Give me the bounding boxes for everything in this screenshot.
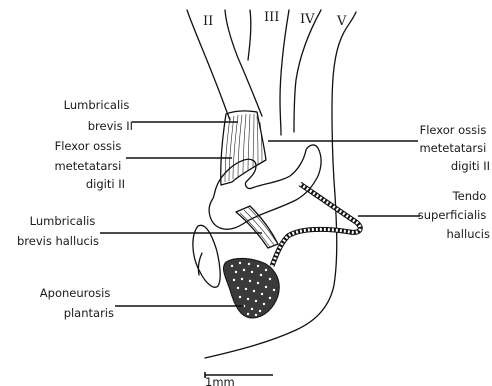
tendo-superficialis-hallucis — [272, 184, 360, 266]
label-flexor-ossis-left: Flexor ossis metetatarsi digiti II — [54, 139, 125, 191]
label-flexor-ossis-right: Flexor ossis metetatarsi digiti II — [419, 123, 490, 173]
label-line: Aponeurosis — [40, 286, 111, 300]
label-line: hallucis — [446, 227, 490, 241]
scale-bar: 1mm — [205, 372, 273, 386]
label-line: Flexor ossis — [55, 139, 122, 153]
label-lumbricalis-brevis-II: Lumbricalis brevis II — [64, 98, 133, 133]
digit-label-V: V — [336, 14, 347, 29]
label-line: Flexor ossis — [420, 123, 487, 137]
label-lumbricalis-brevis-hallucis: Lumbricalis brevis hallucis — [17, 214, 99, 248]
label-line: brevis II — [88, 119, 133, 133]
label-line: Lumbricalis — [30, 214, 96, 228]
aponeurosis-plantaris-blob — [223, 258, 279, 318]
digit-label-II: II — [203, 14, 213, 29]
label-line: digiti II — [86, 177, 125, 191]
label-line: Tendo — [452, 189, 487, 203]
label-line: metetatarsi — [54, 159, 121, 173]
digit-IV-outline — [294, 10, 321, 132]
label-tendo-superficialis-hallucis: Tendo superficialis hallucis — [418, 189, 490, 241]
label-line: metetatarsi — [419, 141, 486, 155]
digit-label-III: III — [264, 10, 279, 25]
label-line: plantaris — [64, 306, 114, 320]
label-line: superficialis — [418, 208, 487, 222]
label-aponeurosis-plantaris: Aponeurosis plantaris — [40, 286, 114, 320]
digit-V-outline — [332, 12, 356, 195]
lumbricalis-brevis-hallucis-muscle — [236, 206, 278, 248]
label-line: digiti II — [451, 159, 490, 173]
label-line: brevis hallucis — [17, 234, 99, 248]
scale-bar-label: 1mm — [205, 375, 235, 386]
label-line: Lumbricalis — [64, 98, 130, 112]
hallux-outline — [193, 225, 220, 287]
